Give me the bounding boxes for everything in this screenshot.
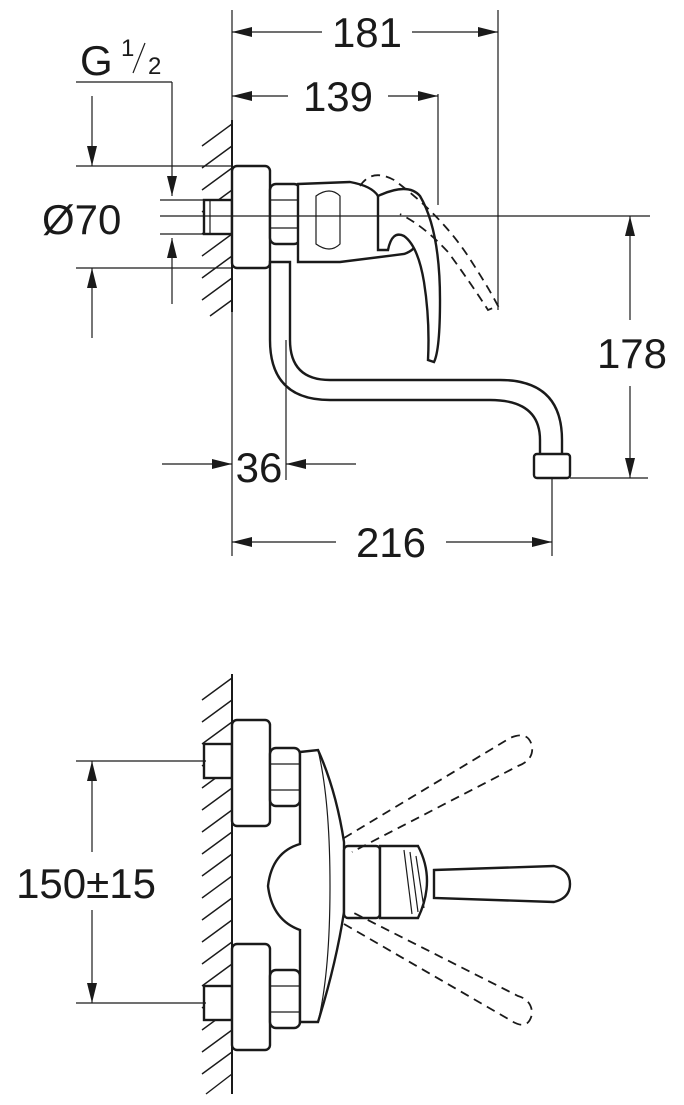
- label-181: 181: [332, 9, 402, 56]
- label-diameter-70: Ø70: [42, 196, 121, 243]
- wall-connection-thread: [202, 198, 234, 236]
- union-nut: [268, 182, 302, 246]
- plan-view: 150±15: [16, 674, 572, 1095]
- upper-flange: [230, 718, 272, 828]
- lower-nut: [268, 968, 302, 1030]
- cartridge-cap: [342, 844, 429, 920]
- dim-wall-offset: 36: [162, 268, 356, 556]
- label-thread-g: G: [80, 37, 113, 84]
- dim-overall-depth: 181: [231, 9, 499, 310]
- side-view: 181 139 G 1 2 Ø70: [42, 9, 667, 566]
- lower-wall-thread: [202, 984, 234, 1022]
- upper-nut: [268, 746, 302, 808]
- wall-flange: [230, 164, 272, 270]
- swivel-spout: [268, 260, 564, 458]
- label-178: 178: [597, 330, 667, 377]
- upper-wall-thread: [202, 742, 234, 780]
- lever-swing-down: [343, 911, 533, 1026]
- label-thread-den: 2: [148, 53, 161, 80]
- dim-lever-depth: 139: [232, 73, 439, 205]
- dim-height: 178: [570, 216, 667, 479]
- label-216: 216: [356, 519, 426, 566]
- spout-aerator: [532, 452, 572, 480]
- dim-flange-diameter: Ø70: [42, 96, 232, 338]
- dim-thread: G 1 2: [76, 35, 232, 304]
- label-139: 139: [303, 73, 373, 120]
- lever-plan: [432, 864, 572, 904]
- dim-spout-reach: 216: [232, 478, 553, 566]
- dim-centers: 150±15: [16, 760, 206, 1004]
- wall-hatching-plan: [201, 674, 233, 1095]
- lower-flange: [230, 942, 272, 1052]
- lever-handle: [376, 187, 442, 364]
- lever-raised-position: [359, 174, 500, 312]
- label-150-15: 150±15: [16, 860, 156, 907]
- label-thread-num: 1: [121, 35, 134, 62]
- lever-swing-up: [343, 734, 534, 853]
- label-36: 36: [236, 444, 283, 491]
- mixer-body-plan: [266, 748, 346, 1024]
